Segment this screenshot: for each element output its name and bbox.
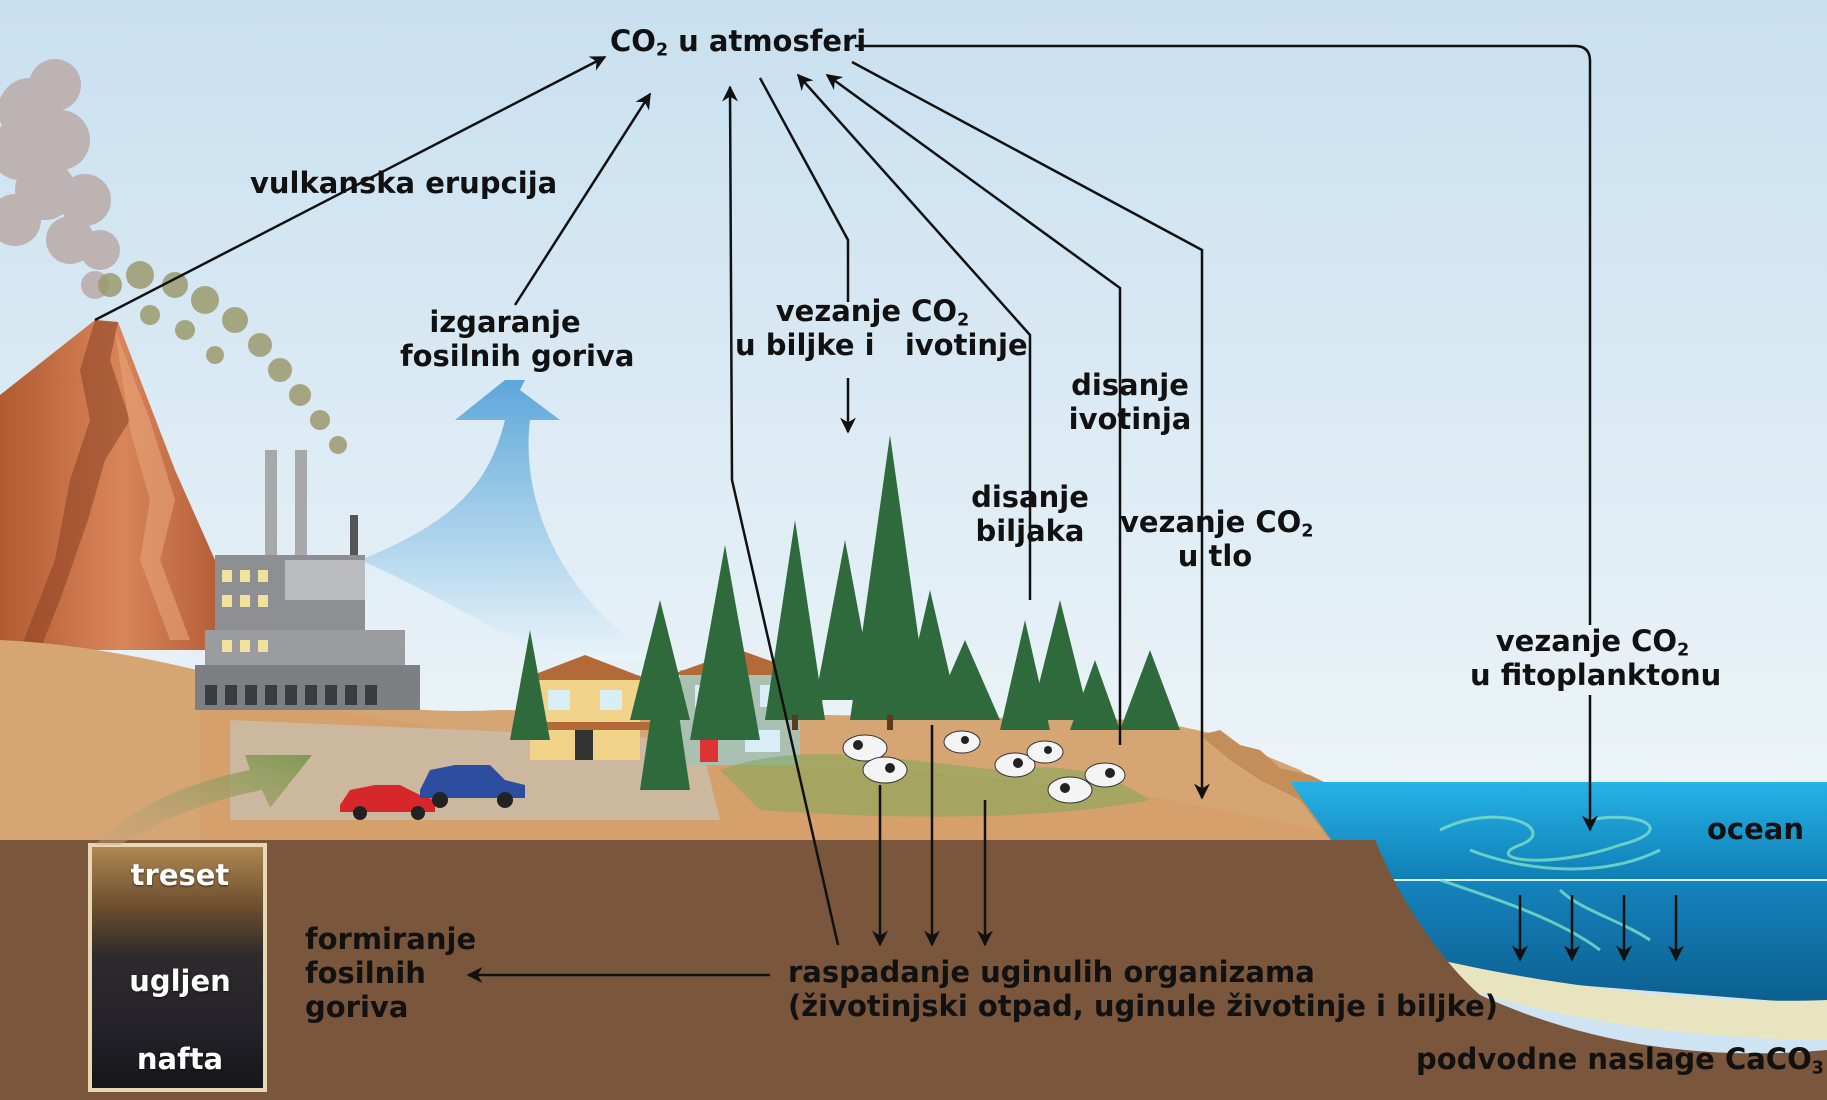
car-red (340, 785, 435, 820)
label-volcanic-eruption: vulkanska erupcija (250, 166, 558, 200)
combustion-arrow (360, 380, 660, 660)
label-decomposition: raspadanje uginulih organizama (životinj… (788, 955, 1499, 1023)
ocean-surface (1290, 782, 1827, 880)
fossil-formation-arrow (95, 755, 312, 845)
fossil-fuel-layers (88, 843, 267, 1092)
arrow-plant-respiration (796, 73, 1032, 600)
arrow-decomposition-to-atmosphere (722, 85, 840, 946)
label-underwater-caco3: podvodne naslage CaCO3 (1416, 1042, 1824, 1079)
phytoplankton (1439, 815, 1661, 952)
arrow-atmosphere-to-phytoplankton (855, 44, 1592, 625)
label-co2-binding-biota: vezanje CO2 u biljke i ivotinje (735, 294, 1028, 362)
house-left (520, 655, 650, 760)
label-fossil-combustion: izgaranje fosilnih goriva (400, 305, 635, 373)
forest (510, 435, 1180, 790)
volcano-smoke (0, 59, 120, 299)
label-co2-binding-soil: vezanje CO2 u tlo (1120, 505, 1314, 573)
label-oil: nafta (136, 1042, 224, 1076)
label-co2-atmosphere: CO2 u atmosferi (610, 24, 867, 61)
soil (0, 840, 1827, 1100)
cows (842, 730, 1126, 804)
ash-plume (98, 261, 347, 454)
label-plant-respiration: disanje biljaka (971, 480, 1089, 548)
label-fossil-fuel-formation: formiranje fosilnih goriva (305, 922, 477, 1024)
car-blue (420, 765, 525, 808)
label-animal-respiration: disanje ivotinja (1068, 368, 1192, 436)
arrow-atmosphere-to-biota (758, 77, 850, 302)
seabed-sediment (1440, 960, 1827, 1040)
label-peat: treset (130, 858, 230, 892)
arrow-combustion-to-atmosphere (513, 92, 652, 306)
label-ocean: ocean (1707, 812, 1804, 846)
arrow-atmosphere-to-soil (851, 60, 1210, 800)
arrow-animal-respiration (825, 73, 1122, 745)
power-plant (195, 450, 420, 710)
label-coal: ugljen (129, 964, 231, 998)
flow-arrows (94, 44, 1684, 983)
label-co2-binding-phytoplankton: vezanje CO2 u fitoplanktonu (1470, 624, 1722, 692)
arrow-volcano-to-atmosphere (94, 55, 607, 322)
grass-patch (720, 754, 1150, 817)
